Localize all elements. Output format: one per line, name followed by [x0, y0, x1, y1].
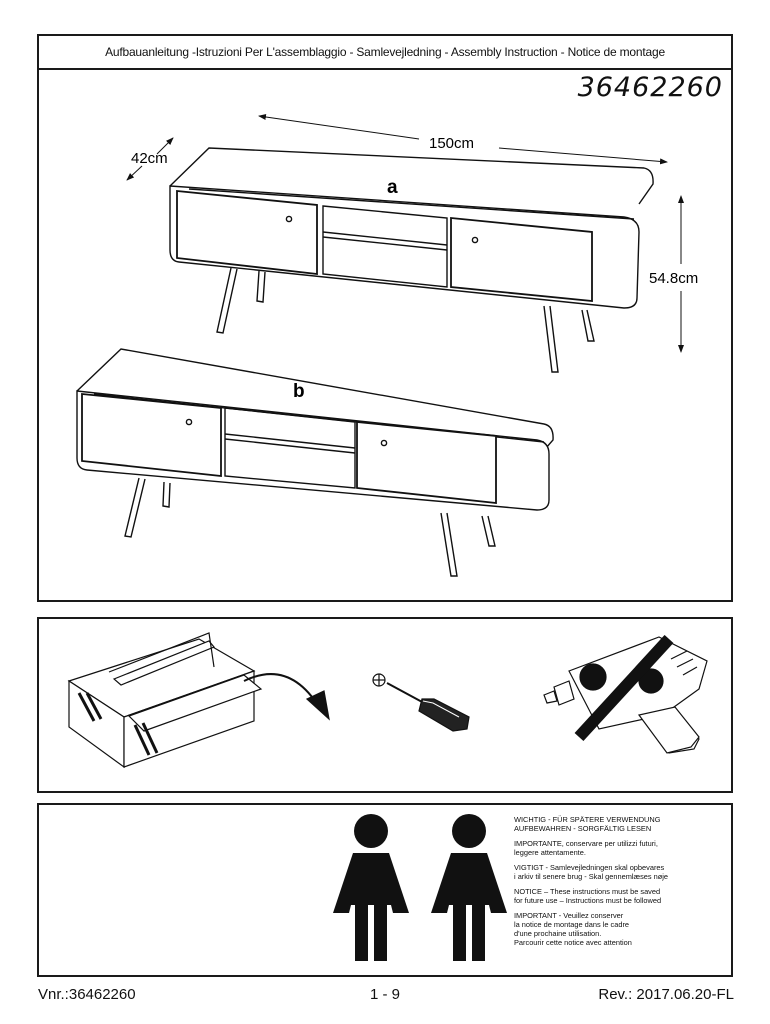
footer-page-number: 1 - 9	[369, 986, 400, 1003]
two-people-icon	[333, 814, 507, 961]
screwdriver-icon	[372, 673, 470, 732]
tv-bench-drawing: 150cm 42cm 54.8cm	[76, 114, 698, 577]
tv-bench-b	[76, 348, 554, 577]
notice-panel: WICHTIG - FÜR SPÄTERE VERWENDUNG AUFBEWA…	[37, 803, 733, 977]
width-label: 150cm	[429, 135, 474, 152]
footer-revision: Rev.: 2017.06.20-FL	[598, 986, 734, 1003]
height-dimension: 54.8cm	[649, 195, 698, 353]
no-power-drill-icon	[543, 634, 708, 754]
tools-panel	[37, 617, 733, 793]
height-label: 54.8cm	[649, 270, 698, 287]
width-dimension: 150cm	[258, 114, 668, 165]
notice-da: VIGTIGT - Samlevejledningen skal opbevar…	[514, 863, 669, 881]
variant-b-label: b	[293, 381, 305, 402]
notice-fr: IMPORTANT - Veuillez conserver la notice…	[514, 911, 632, 947]
footer-article-number: Vnr.:36462260	[38, 986, 136, 1003]
toolbox-icon	[67, 632, 330, 769]
drawing-panel: Aufbauanleitung -Istruzioni Per L'assemb…	[37, 34, 733, 602]
depth-label: 42cm	[131, 150, 168, 167]
header-title: Aufbauanleitung -Istruzioni Per L'assemb…	[39, 36, 731, 70]
notice-it: IMPORTANTE, conservare per utilizzi futu…	[514, 839, 658, 857]
depth-dimension: 42cm	[126, 137, 174, 181]
variant-a-label: a	[387, 177, 398, 198]
notice-en: NOTICE – These instructions must be save…	[514, 887, 662, 905]
tv-bench-a	[169, 147, 654, 373]
notice-text-block: WICHTIG - FÜR SPÄTERE VERWENDUNG AUFBEWA…	[514, 815, 729, 953]
article-number: 36462260	[577, 72, 723, 103]
notice-de: WICHTIG - FÜR SPÄTERE VERWENDUNG AUFBEWA…	[514, 815, 661, 833]
